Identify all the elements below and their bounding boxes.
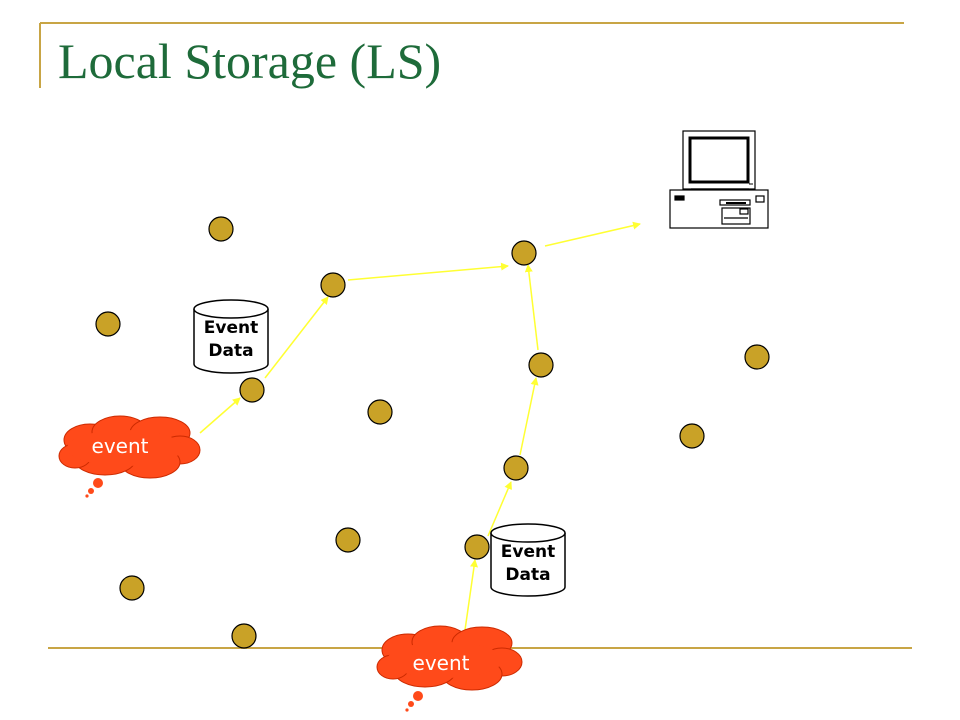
sensor-node (464, 534, 490, 560)
computer-icon (669, 130, 769, 229)
arrow-path-a2 (347, 262, 509, 281)
page-title: Local Storage (LS) (58, 33, 442, 89)
sensor-nodes (95, 216, 770, 649)
database-icon: Event Data (193, 299, 269, 374)
sensor-node (231, 623, 257, 649)
arrow-path-to-sink (544, 221, 641, 247)
event-label: event (413, 651, 470, 675)
sensor-node (320, 272, 346, 298)
sensor-node (744, 344, 770, 370)
arrow-path-a1 (264, 296, 329, 379)
sensor-node (208, 216, 234, 242)
sensor-node (511, 240, 537, 266)
sensor-node (239, 377, 265, 403)
cloud-icon: event (58, 415, 201, 498)
sensor-node (119, 575, 145, 601)
routing-arrows (199, 221, 641, 631)
event-label: event (92, 434, 149, 458)
arrow-path-b2 (519, 377, 539, 456)
sensor-node (335, 527, 361, 553)
sensor-node (528, 352, 554, 378)
sensor-node (679, 423, 705, 449)
arrow-path-b3 (524, 264, 539, 351)
arrow-path-b1 (487, 481, 512, 537)
database-icon: Event Data (490, 523, 566, 597)
sensor-node (95, 311, 121, 337)
sensor-node (503, 455, 529, 481)
sensor-node (367, 399, 393, 425)
storage-label-line2: Data (505, 565, 550, 585)
arrow-event2-to-node (464, 559, 478, 631)
cloud-icon: event (376, 625, 523, 712)
storage-label-line1: Event (204, 318, 258, 338)
arrow-event1-to-node (199, 397, 241, 434)
storage-label-line1: Event (501, 542, 555, 562)
storage-label-line2: Data (208, 341, 253, 361)
